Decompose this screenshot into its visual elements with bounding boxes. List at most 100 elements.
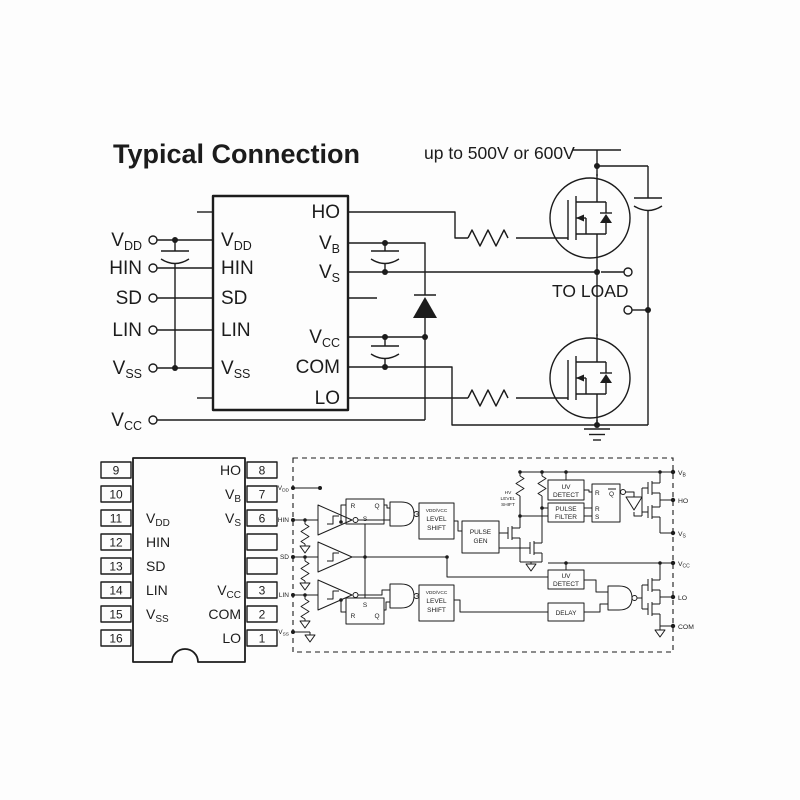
- pulse-gen-line2: GEN: [473, 538, 487, 545]
- low-side-mosfet: [549, 333, 631, 423]
- ic-right-pin-labels: HO VB VS VCC COM LO: [296, 202, 340, 409]
- uv-low-line2: DETECT: [553, 581, 579, 588]
- package-body: [132, 457, 246, 663]
- right-power-wires: [348, 149, 663, 426]
- lo-pulldown-fet: [647, 597, 661, 621]
- low-driver-wires: [584, 579, 648, 613]
- lin-pulldown-resistor: [300, 598, 310, 620]
- external-terminal-labels: VDD HIN SD LIN VSS VCC: [109, 230, 142, 433]
- hin-sd-latch: [345, 498, 385, 525]
- qbar-bubble: [620, 489, 626, 495]
- pkg-sd: SD: [146, 558, 165, 574]
- pkg-lin: LIN: [146, 582, 168, 598]
- terminal-vcc: [148, 415, 158, 425]
- main-schematic: Typical Connection up to 500V or 600V TO…: [109, 139, 663, 441]
- hv-rail-label: up to 500V or 600V: [424, 143, 575, 163]
- latch-s-label: S: [363, 602, 368, 609]
- svg-text:6: 6: [259, 512, 266, 526]
- low-side-nand-gate: [389, 583, 420, 609]
- ls-high-line1: VDD/VCC: [426, 508, 448, 514]
- pkg-vs: VS: [225, 510, 241, 529]
- ls-high-line3: SHIFT: [427, 525, 446, 532]
- ext-vss: VSS: [113, 358, 142, 381]
- functional-block-diagram: VDD HIN SD LIN VSS VB HO VS VCC LO COM: [278, 457, 694, 653]
- terminal-hin: [148, 263, 158, 273]
- hin-pulldown-resistor: [300, 523, 310, 545]
- ls-low-line1: VDD/VCC: [426, 590, 448, 596]
- blk-out-ho: HO: [678, 498, 688, 505]
- to-load-label: TO LOAD: [552, 281, 629, 301]
- svg-text:16: 16: [109, 632, 123, 646]
- block-output-labels: VB HO VS VCC LO COM: [678, 470, 694, 631]
- latch-q-label: Q: [374, 503, 379, 510]
- pkg-vb: VB: [225, 486, 241, 505]
- terminal-vdd: [148, 235, 158, 245]
- ic-pin-vss: VSS: [221, 358, 250, 381]
- svg-text:11: 11: [110, 512, 123, 526]
- ext-vcc: VCC: [111, 410, 142, 433]
- ls-high-line2: LEVEL: [426, 516, 447, 523]
- level-shift-resistor-2: [537, 475, 547, 497]
- lin-schmitt-buffer: [317, 579, 353, 611]
- load-terminal-bottom: [623, 305, 633, 315]
- svg-text:3: 3: [259, 584, 266, 598]
- svg-text:15: 15: [109, 608, 123, 622]
- pkg-com: COM: [208, 606, 241, 622]
- blk-in-sd: SD: [280, 554, 289, 561]
- high-side-nand-gate: [389, 501, 420, 527]
- sd-pulldown-resistor: [300, 560, 310, 582]
- latch-s-label: S: [595, 514, 600, 521]
- level-shift-fet-1: [507, 521, 521, 545]
- ic-pin-ho: HO: [312, 202, 341, 223]
- block-input-wires: [293, 487, 548, 635]
- latch-r2-label: R: [595, 506, 600, 513]
- uv-high-line1: UV: [561, 484, 571, 491]
- pkg-hin: HIN: [146, 534, 170, 550]
- high-driver-triangle: [625, 496, 643, 511]
- power-ground-symbol: [583, 428, 611, 441]
- svg-text:12: 12: [109, 536, 123, 550]
- package-right-pin-names: HO VB VS VCC COM LO: [208, 462, 241, 646]
- ls-low-line3: SHIFT: [427, 607, 446, 614]
- svg-text:7: 7: [259, 488, 266, 502]
- bootstrap-diode: [413, 297, 437, 318]
- uv-low-line1: UV: [561, 573, 571, 580]
- hv-shift-line2: LEVEL: [501, 496, 516, 502]
- package-pin-boxes: [100, 461, 278, 647]
- level-shift-resistor-1: [515, 475, 525, 497]
- block-diagram-border: [292, 457, 674, 653]
- inverter-bubble: [352, 517, 359, 523]
- pulse-filter-box: [547, 502, 585, 523]
- level-shift-wires: [519, 472, 548, 564]
- level-shift-fet-2: [529, 536, 543, 560]
- latch-r1-label: R: [595, 490, 600, 497]
- ground-icon: [299, 620, 311, 629]
- low-gate-resistor: [467, 389, 509, 407]
- terminal-sd: [148, 293, 158, 303]
- svg-text:14: 14: [109, 584, 123, 598]
- terminal-vss: [148, 363, 158, 373]
- uv-high-line2: DETECT: [553, 492, 579, 499]
- inverter-bubble: [352, 592, 359, 598]
- pulse-filter-line1: PULSE: [555, 506, 577, 513]
- high-side-mosfet: [549, 173, 631, 263]
- blk-out-vb: VB: [678, 470, 687, 479]
- ic-pin-hin: HIN: [221, 258, 254, 279]
- pkg-ho: HO: [220, 462, 241, 478]
- high-driver-wires: [584, 487, 648, 517]
- block-input-labels: VDD HIN SD LIN VSS: [278, 485, 290, 638]
- blk-in-lin: LIN: [279, 592, 289, 599]
- svg-text:13: 13: [109, 560, 123, 574]
- ic-left-pin-labels: VDD HIN SD LIN VSS: [221, 230, 254, 381]
- lin-sd-latch: [345, 597, 385, 625]
- level-shift-low-box: [418, 584, 455, 622]
- terminal-lin: [148, 325, 158, 335]
- package-pinout: 9 10 11 12 13 14 15 16 8 7 6 3 2 1 VDD H…: [100, 457, 278, 663]
- vss-ground-icon: [304, 634, 316, 643]
- ext-sd: SD: [116, 288, 142, 309]
- pulse-gen-box: [461, 520, 500, 554]
- blk-out-vs: VS: [678, 531, 687, 540]
- hin-schmitt-buffer: [317, 504, 353, 536]
